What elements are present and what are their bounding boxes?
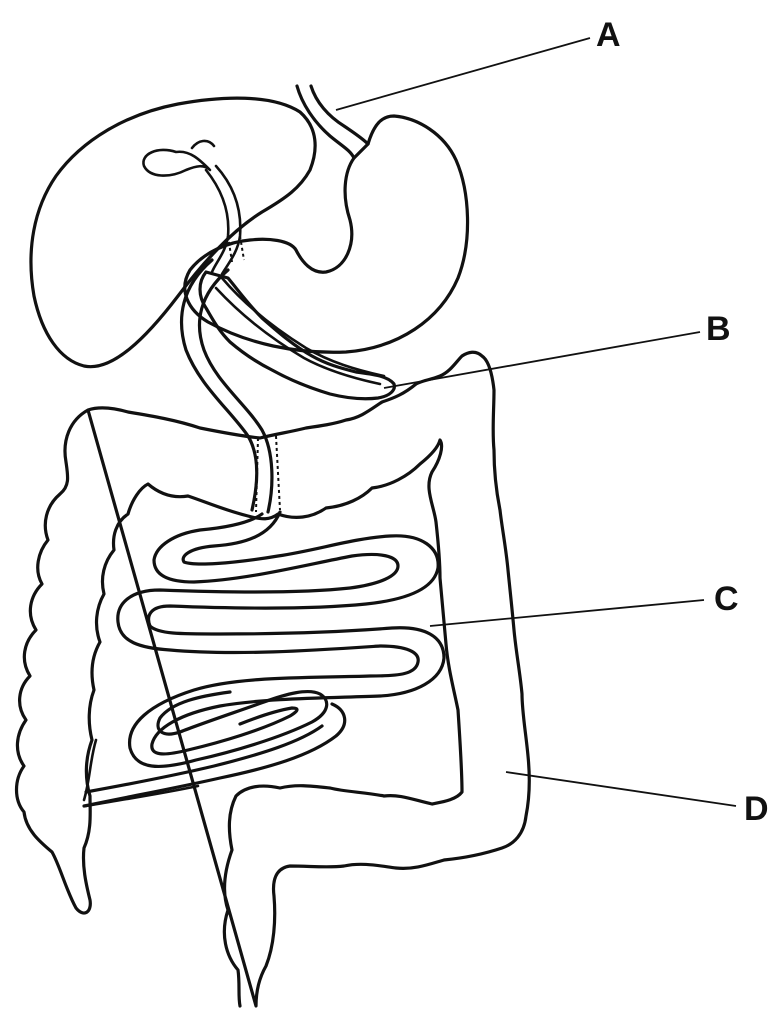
small-intestine (84, 512, 444, 806)
label-c: C (714, 580, 739, 618)
label-b: B (706, 310, 731, 348)
leader-line-c (430, 600, 704, 626)
duodenum (182, 236, 280, 512)
gall-bladder (143, 141, 214, 176)
label-a: A (596, 16, 621, 54)
leader-line-b (384, 332, 700, 388)
leader-line-a (336, 38, 590, 110)
label-d: D (744, 790, 769, 828)
leader-line-d (506, 772, 736, 806)
pancreas (200, 272, 394, 399)
